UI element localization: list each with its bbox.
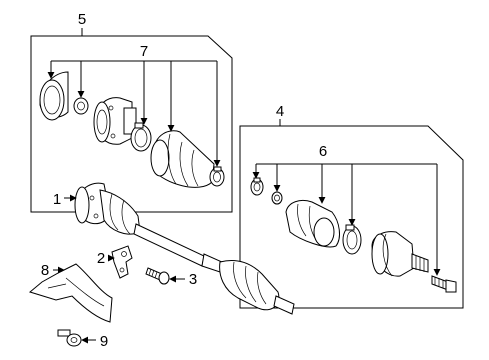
outer-cv-joint [93,97,137,145]
bolt-9 [57,329,82,347]
callout-7: 7 [140,43,148,60]
callout-7-leaders [47,60,221,167]
callout-leaders [53,194,185,344]
callout-9: 9 [100,333,108,350]
inner-boot-4 [285,199,340,248]
bracket-plate [111,245,133,279]
boot-cover-ring [39,71,69,121]
callout-6-leaders [252,163,441,276]
outer-boot-5 [150,130,215,188]
boot-clamp-small-5 [209,166,225,187]
bolt-3 [145,267,170,285]
callout-8: 8 [41,262,49,279]
axle-shaft-assembly [74,182,295,315]
callout-4: 4 [276,103,284,120]
inner-cv-joint [371,231,429,277]
bolt-4 [431,275,457,293]
callout-2: 2 [97,250,105,267]
boot-clamp-large-4 [342,224,362,255]
heat-shield [28,263,113,323]
callout-3: 3 [189,271,197,288]
group-box-5 [30,28,233,213]
boot-clamp-large-5 [130,122,152,152]
callout-1: 1 [53,191,61,208]
callout-5: 5 [78,11,86,28]
boot-clamp-small-4 [250,177,264,196]
callout-6: 6 [319,143,327,160]
washer-4 [271,191,283,205]
small-washer [73,97,89,115]
